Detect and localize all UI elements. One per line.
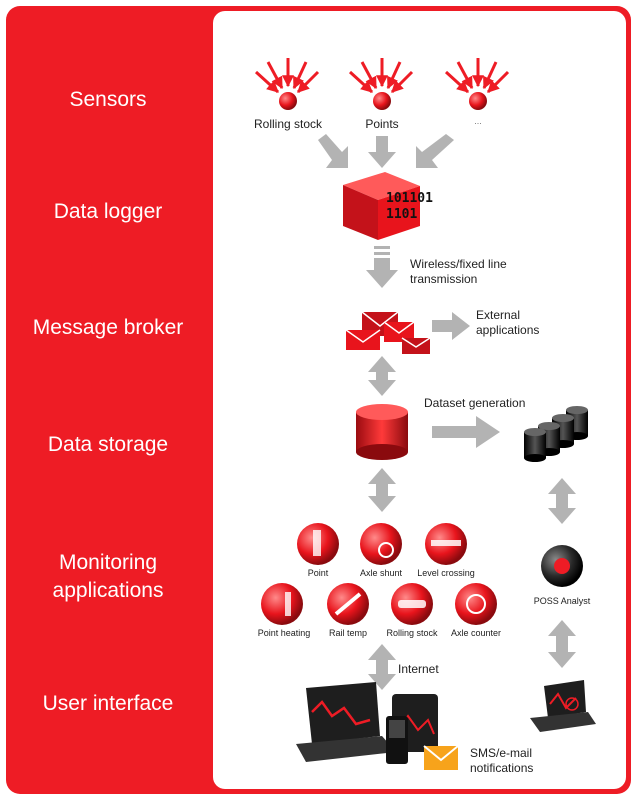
label-poss-analyst: POSS Analyst — [533, 596, 591, 606]
arrow-poss-laptop — [548, 620, 576, 668]
arrow-dataset-poss — [548, 478, 576, 524]
app-label-level-crossing: Level crossing — [417, 568, 475, 578]
arrow-internet — [368, 644, 396, 690]
label-dataset-generation: Dataset generation — [424, 396, 526, 410]
poss-laptop-icon — [530, 680, 596, 732]
data-storage-cylinder-icon — [356, 404, 408, 460]
logger-bits: 101101 1101 — [386, 191, 433, 223]
app-axle-shunt-icon — [360, 523, 402, 565]
sensor-label-rolling-stock: Rolling stock — [253, 117, 323, 131]
layer-monitoring-applications: Monitoring applications — [52, 551, 164, 602]
arrow-storage-apps — [368, 468, 396, 512]
app-label-rolling-stock: Rolling stock — [386, 628, 438, 638]
layer-data-storage: Data storage — [47, 433, 169, 456]
app-label-point-heating: Point heating — [257, 628, 311, 638]
dataset-cylinders-icon — [524, 406, 588, 462]
logger-bits-line-2: 1101 — [386, 207, 418, 222]
layer-data-logger: Data logger — [53, 200, 163, 223]
arrow-transmission — [366, 246, 398, 288]
label-notifications: SMS/e-mail notifications — [470, 746, 534, 775]
arrow-broker-storage — [368, 356, 396, 396]
app-point-heating-icon — [261, 583, 303, 625]
app-label-axle-shunt: Axle shunt — [359, 568, 403, 578]
label-external-applications: External applications — [476, 308, 540, 337]
laptop-icon — [296, 682, 396, 762]
notification-envelope-icon — [423, 745, 459, 770]
sensor-label-other: ... — [474, 116, 482, 126]
phone-icon — [386, 716, 408, 764]
sensor-rolling-stock-icon — [254, 58, 320, 110]
app-point-icon — [297, 523, 339, 565]
sensor-label-points: Points — [365, 117, 399, 131]
app-label-rail-temp: Rail temp — [328, 628, 368, 638]
arrow-dataset — [432, 416, 500, 448]
app-rolling-stock-icon — [391, 583, 433, 625]
app-rail-temp-icon — [327, 583, 369, 625]
arrows-sensors-to-logger — [318, 134, 454, 168]
sensor-other-icon — [444, 58, 510, 110]
layer-user-interface: User interface — [42, 692, 174, 715]
label-transmission: Wireless/fixed line transmission — [410, 257, 507, 286]
message-broker-envelopes-icon — [345, 311, 431, 354]
logger-bits-line-1: 101101 — [386, 191, 433, 206]
arrow-external — [432, 312, 470, 340]
app-label-axle-counter: Axle counter — [450, 628, 502, 638]
sensor-points-icon — [348, 58, 414, 110]
layer-sensors: Sensors — [69, 88, 147, 111]
app-axle-counter-icon — [455, 583, 497, 625]
app-level-crossing-icon — [425, 523, 467, 565]
label-internet: Internet — [398, 662, 439, 676]
app-label-point: Point — [307, 568, 329, 578]
data-logger-cube-icon — [343, 172, 420, 240]
layer-message-broker: Message broker — [32, 316, 184, 339]
poss-analyst-icon — [541, 545, 583, 587]
